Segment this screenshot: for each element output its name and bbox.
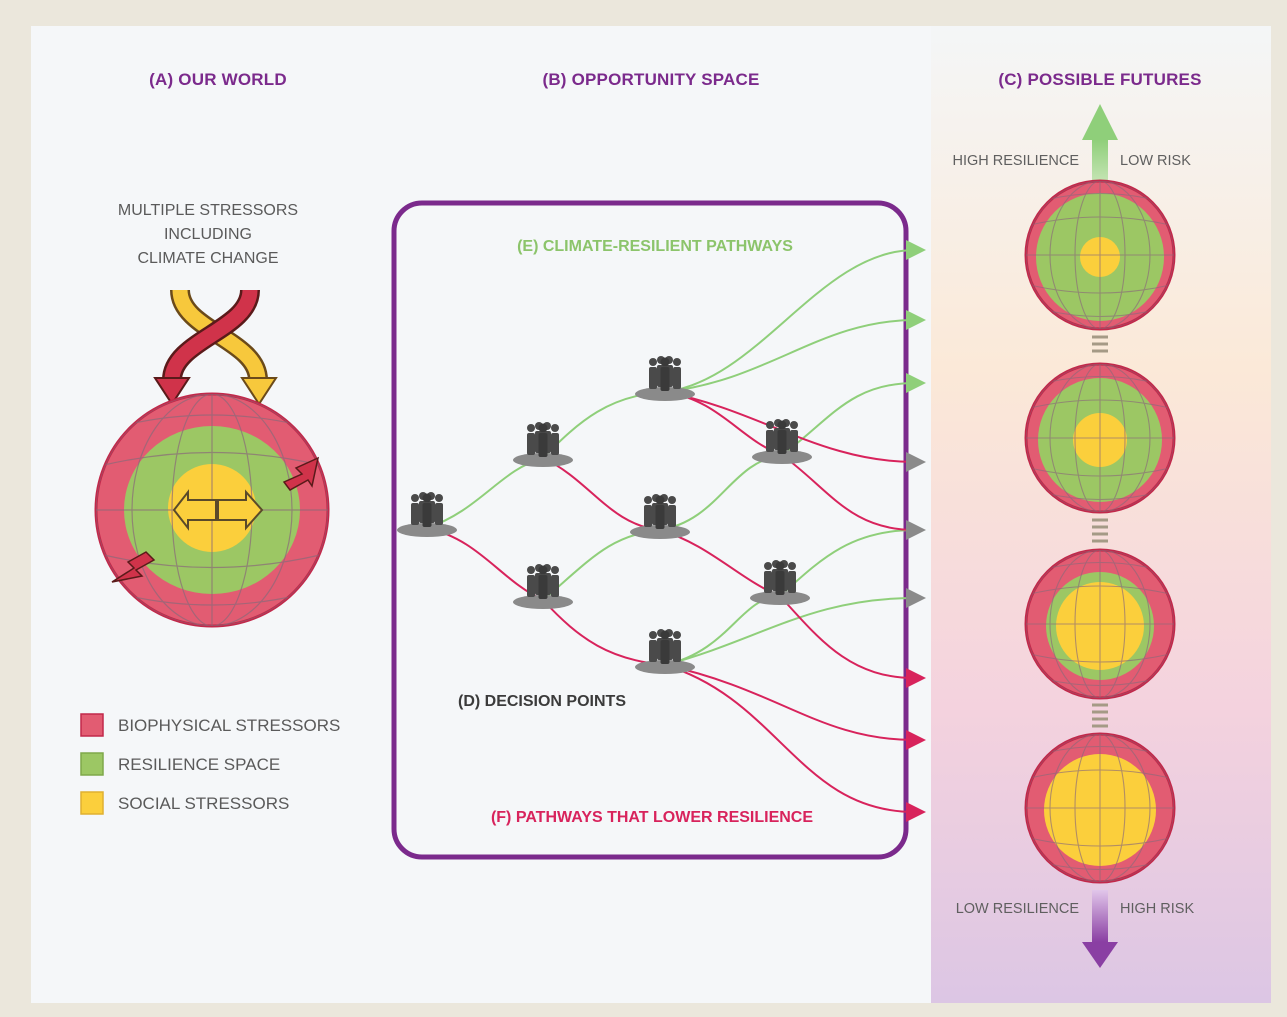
green-path	[664, 597, 916, 666]
arrow-up-icon	[1082, 104, 1118, 140]
red-path	[779, 595, 916, 679]
green-path	[664, 249, 916, 393]
legend-label-social: SOCIAL STRESSORS	[118, 794, 289, 813]
decision-points-label: (D) DECISION POINTS	[458, 693, 626, 710]
red-path	[664, 664, 916, 813]
low-resilience-label: LOW RESILIENCE	[956, 901, 1080, 917]
futures-track	[1082, 104, 1118, 968]
legend-swatch-biophysical	[80, 713, 104, 737]
climate-resilient-pathways-label: (E) CLIMATE-RESILIENT PATHWAYS	[517, 238, 793, 255]
lower-resilience-pathways-label: (F) PATHWAYS THAT LOWER RESILIENCE	[491, 809, 813, 826]
legend-label-biophysical: BIOPHYSICAL STRESSORS	[118, 716, 340, 735]
globe-icon	[1024, 732, 1176, 884]
pathway-arrowheads	[906, 240, 926, 822]
grey-arrowhead-icon	[906, 520, 926, 540]
green-arrowhead-icon	[906, 373, 926, 393]
grey-arrowhead-icon	[906, 452, 926, 472]
legend-label-resilience: RESILIENCE SPACE	[118, 755, 280, 774]
arrow-down-icon	[1082, 942, 1118, 968]
people-group-icon	[397, 492, 457, 537]
globe-icon	[1024, 548, 1176, 700]
red-arrowhead-icon	[906, 802, 926, 822]
our-world-globe-icon	[94, 392, 330, 628]
our-world-title: (A) OUR WORLD	[149, 70, 287, 89]
people-group-icon	[630, 494, 690, 539]
future-globes	[1024, 179, 1176, 884]
crossing-stressor-arrows-icon	[153, 288, 278, 406]
grey-arrowhead-icon	[906, 588, 926, 608]
stressors-note-line-1: MULTIPLE STRESSORS	[118, 202, 298, 219]
legend-swatch-resilience	[80, 752, 104, 776]
legend-swatch-social	[80, 791, 104, 815]
high-resilience-label: HIGH RESILIENCE	[953, 153, 1080, 169]
globe-icon	[1024, 362, 1176, 514]
people-group-icon	[750, 560, 810, 605]
low-risk-label: LOW RISK	[1120, 153, 1191, 169]
people-group-icon	[513, 564, 573, 609]
people-group-icon	[752, 419, 812, 464]
globe-icon	[1024, 179, 1176, 331]
green-path	[664, 319, 916, 393]
opportunity-space-title: (B) OPPORTUNITY SPACE	[542, 70, 759, 89]
stressors-note-line-3: CLIMATE CHANGE	[137, 250, 278, 267]
green-arrowhead-icon	[906, 310, 926, 330]
red-arrowhead-icon	[906, 668, 926, 688]
high-risk-label: HIGH RISK	[1120, 901, 1194, 917]
people-group-icon	[513, 422, 573, 467]
possible-futures-title: (C) POSSIBLE FUTURES	[998, 70, 1201, 89]
stressors-note-line-2: INCLUDING	[164, 226, 252, 243]
red-path	[664, 664, 916, 741]
decision-nodes	[397, 356, 812, 674]
people-group-icon	[635, 629, 695, 674]
people-group-icon	[635, 356, 695, 401]
red-arrowhead-icon	[906, 730, 926, 750]
red-path	[781, 454, 916, 531]
green-arrowhead-icon	[906, 240, 926, 260]
